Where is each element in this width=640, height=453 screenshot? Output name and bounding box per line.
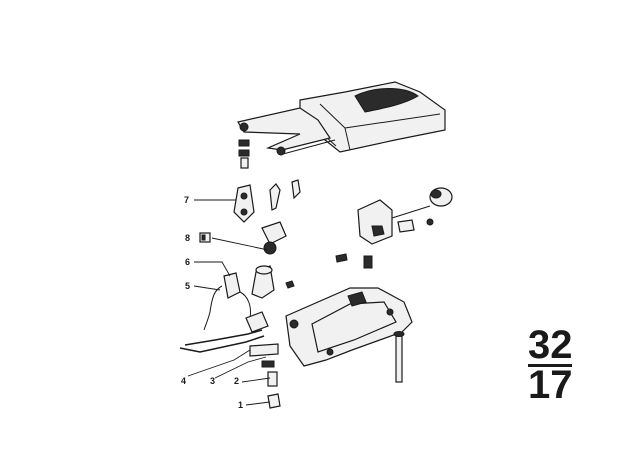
bracket-bolt-stack [238,139,250,169]
callout-3: 3 [210,376,215,386]
round-cap [429,187,453,207]
callout-6: 6 [185,257,190,267]
callout-2: 2 [234,376,239,386]
right-side-bracket [335,199,434,269]
callout-4: 4 [181,376,186,386]
page-number-divider [528,364,572,367]
callout-1: 1 [238,400,243,410]
callout-7: 7 [184,195,189,205]
lower-column-cover [285,287,413,367]
upper-column-cover [299,81,446,153]
callout-8: 8 [185,233,190,243]
ignition-switch [251,265,295,299]
connector-block [199,232,211,243]
lower-hardware [249,343,281,409]
callout-leaders [187,199,271,406]
wiring-harness [179,272,269,353]
mounting-bracket [237,107,336,156]
callout-5: 5 [185,281,190,291]
page-number: 32 17 [528,323,573,407]
mounting-plate [233,184,255,223]
page-number-top: 32 [528,323,573,367]
long-screw [393,331,405,383]
lock-cylinder-parts [261,179,301,255]
page-number-bottom: 17 [528,363,573,407]
